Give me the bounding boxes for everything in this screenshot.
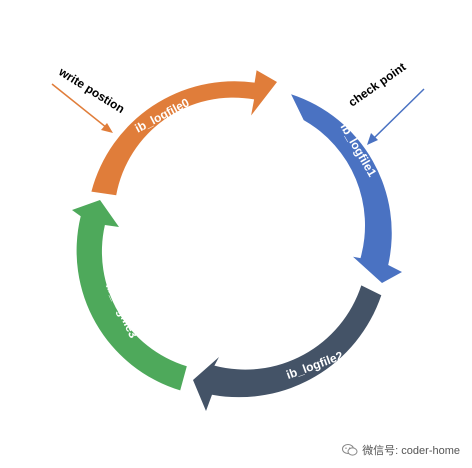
segment-ib-logfile1 xyxy=(291,94,402,283)
watermark-text: 微信号: coder-home xyxy=(362,445,460,457)
segment-ib-logfile2 xyxy=(193,285,382,411)
check-point-arrowhead xyxy=(367,133,378,145)
write-position-arrow xyxy=(51,83,108,129)
check-point-arrow xyxy=(371,88,425,141)
write-position-label: write postion xyxy=(56,64,128,116)
segment-ib-logfile0 xyxy=(91,70,278,196)
write-position-arrowhead xyxy=(101,123,113,133)
watermark: 微信号: coder-home xyxy=(342,442,460,458)
segment-ib-logfile3 xyxy=(72,200,187,391)
wechat-icon xyxy=(342,444,358,456)
check-point-label: check point xyxy=(346,60,409,110)
